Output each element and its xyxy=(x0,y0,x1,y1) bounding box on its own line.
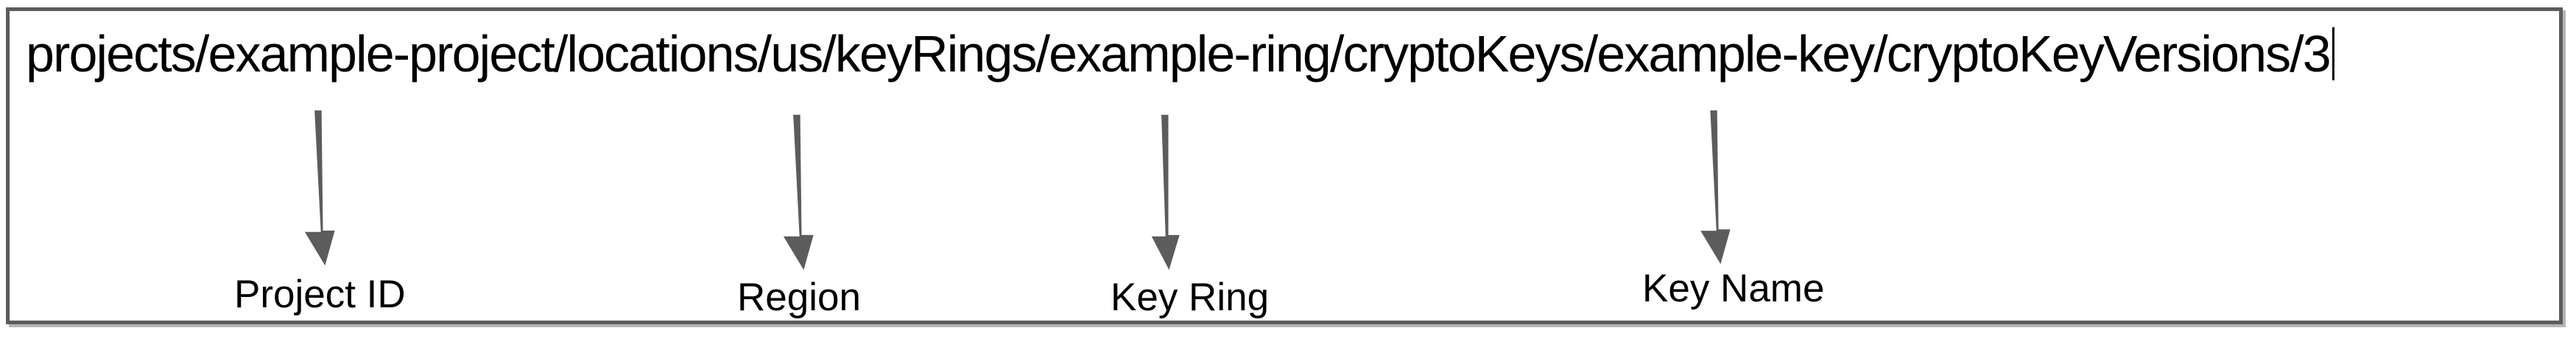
resource-path-text: projects/example-project/locations/us/ke… xyxy=(26,25,2332,83)
callout-label-project-id: Project ID xyxy=(234,273,406,316)
arrow-down-icon xyxy=(304,110,335,266)
resource-path-field[interactable]: projects/example-project/locations/us/ke… xyxy=(26,24,2334,83)
arrow-down-icon xyxy=(1151,114,1180,270)
arrow-down-icon xyxy=(783,114,814,270)
callout-label-key-name: Key Name xyxy=(1642,267,1825,310)
callout-label-region: Region xyxy=(737,276,861,319)
arrow-down-icon xyxy=(1700,110,1731,265)
callout-label-key-ring: Key Ring xyxy=(1111,276,1270,319)
text-caret xyxy=(2332,27,2334,80)
diagram-panel: projects/example-project/locations/us/ke… xyxy=(6,7,2563,324)
